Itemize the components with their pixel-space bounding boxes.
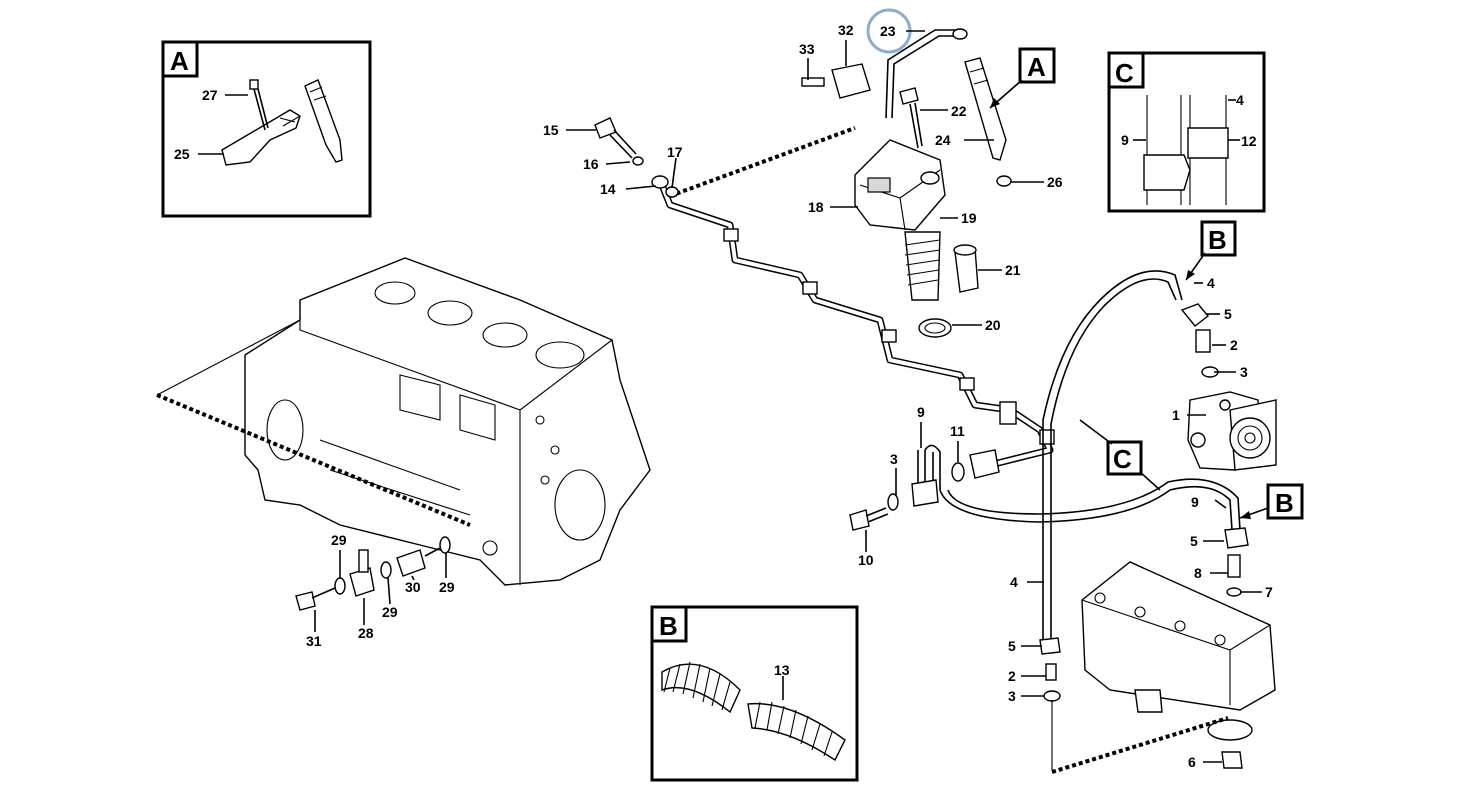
part-label-25: 25 — [174, 146, 190, 162]
part-label-18: 18 — [808, 199, 824, 215]
part-label-24: 24 — [935, 132, 951, 148]
part-label-30: 30 — [405, 579, 421, 595]
part-label-5: 5 — [1008, 638, 1016, 654]
inset-c-hose-clip: C — [1107, 51, 1266, 213]
part-label-31: 31 — [306, 633, 322, 649]
part-label-17: 17 — [667, 144, 683, 160]
part-label-16: 16 — [583, 156, 599, 172]
part-label-20: 20 — [985, 317, 1001, 333]
dashed-leader-block — [156, 393, 471, 527]
engine-block — [244, 257, 651, 586]
return-hoses — [939, 270, 1241, 640]
pointer-box-a: A — [989, 47, 1056, 109]
part-label-9: 9 — [1121, 132, 1129, 148]
part-label-9: 9 — [1191, 494, 1199, 510]
pointer-b-right-letter: B — [1275, 488, 1294, 518]
pointer-a-letter: A — [1027, 52, 1046, 82]
part-label-3: 3 — [1008, 688, 1016, 704]
leader-lines — [566, 30, 1262, 763]
part-label-9: 9 — [917, 404, 925, 420]
inset-a-letter: A — [170, 46, 189, 76]
part-label-6: 6 — [1188, 754, 1196, 770]
banjo-fitting-9 — [849, 422, 941, 531]
part-label-4: 4 — [1010, 574, 1018, 590]
part-label-13: 13 — [774, 662, 790, 678]
dashed-leader-filter — [1051, 716, 1229, 774]
part-label-14: 14 — [600, 181, 616, 197]
pointer-c-letter: C — [1113, 444, 1132, 474]
part-label-27: 27 — [202, 87, 218, 103]
part-label-32: 32 — [838, 22, 854, 38]
part-label-28: 28 — [358, 625, 374, 641]
banjo-fitting-assembly — [295, 536, 451, 632]
pointer-b-top-letter: B — [1208, 225, 1227, 255]
unit-injector-pump — [801, 28, 1012, 338]
part-label-2: 2 — [1230, 337, 1238, 353]
part-label-10: 10 — [858, 552, 874, 568]
part-label-7: 7 — [1265, 584, 1273, 600]
part-label-15: 15 — [543, 122, 559, 138]
part-label-3: 3 — [1240, 364, 1248, 380]
inset-b-letter: B — [659, 611, 678, 641]
part-label-5: 5 — [1224, 306, 1232, 322]
pointer-box-b-right: B — [1239, 483, 1304, 520]
part-label-29: 29 — [439, 579, 455, 595]
part-label-29: 29 — [382, 604, 398, 620]
pointer-box-b-top: B — [1185, 220, 1237, 281]
part-label-22: 22 — [951, 103, 967, 119]
dashed-leader-pump — [669, 126, 856, 198]
part-label-19: 19 — [961, 210, 977, 226]
part-label-26: 26 — [1047, 174, 1063, 190]
part-label-3: 3 — [890, 451, 898, 467]
part-label-1: 1 — [1172, 407, 1180, 423]
inset-a-injector-clamp: A — [161, 40, 372, 218]
part-label-8: 8 — [1194, 565, 1202, 581]
part-label-29: 29 — [331, 532, 347, 548]
part-label-11: 11 — [950, 423, 965, 439]
part-label-33: 33 — [799, 41, 815, 57]
part-label-4: 4 — [1207, 275, 1215, 291]
part-label-12: 12 — [1241, 133, 1257, 149]
inset-c-letter: C — [1115, 58, 1134, 88]
part-number-labels: 1 2 2 3 3 3 4 4 4 5 5 5 6 7 8 9 9 9 10 1… — [174, 22, 1273, 770]
fuel-supply-pipe — [594, 117, 1055, 482]
part-label-21: 21 — [1005, 262, 1021, 278]
part-label-23: 23 — [880, 23, 896, 39]
inset-b-protective-sleeve: B — [650, 605, 859, 782]
fuel-filter-housing — [1039, 527, 1276, 770]
part-label-2: 2 — [1008, 668, 1016, 684]
fuel-feed-pump — [1180, 303, 1277, 471]
part-label-5: 5 — [1190, 533, 1198, 549]
part-label-4: 4 — [1236, 92, 1244, 108]
pointer-box-c: C — [1079, 419, 1161, 491]
